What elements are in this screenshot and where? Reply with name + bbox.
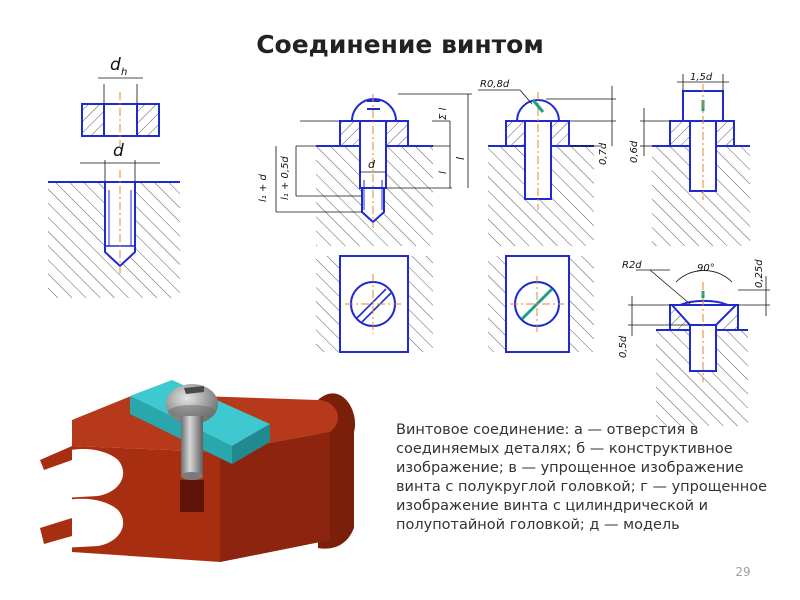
figure-e-3d-model <box>40 380 356 562</box>
dim-dh-sub: h <box>121 67 127 78</box>
figure-caption: Винтовое соединение: а — отверстия в сое… <box>396 422 768 533</box>
dim-r08d: R0,8d <box>480 79 510 90</box>
page-number: 29 <box>735 565 751 579</box>
figure-d-cylinder-head: 1,5d 0,6d <box>629 72 750 246</box>
figure-b-constructive: d l₁ + d l₁ + 0,5d l l Σ l <box>258 93 472 353</box>
dim-dh: d <box>110 55 121 75</box>
dim-025d: 0,25d <box>754 259 765 288</box>
dim-l: l <box>454 157 467 160</box>
dim-90deg: 90° <box>697 263 715 274</box>
dim-l1: l <box>438 171 449 174</box>
dim-d: d <box>113 141 124 161</box>
dim-l1-plus-05d: l₁ + 0,5d <box>280 156 291 200</box>
dim-15d: 1,5d <box>690 72 713 83</box>
dim-07d: 0,7d <box>598 142 609 165</box>
slide-title: Соединение винтом <box>256 30 544 59</box>
dim-05d: 0,5d <box>618 335 629 358</box>
figure-c-round-head: R0,8d 0,7d <box>478 79 616 353</box>
figure-a-holes: d h d <box>48 55 180 298</box>
dim-06d: 0,6d <box>629 140 640 163</box>
dim-b-d: d <box>368 158 376 171</box>
dim-l1-plus-d: l₁ + d <box>258 173 269 202</box>
figure-d-countersunk-head: 90° R2d 0,25d 0,5d <box>618 259 770 426</box>
dim-r2d: R2d <box>622 260 642 271</box>
dim-sigma: Σ l <box>438 108 449 120</box>
